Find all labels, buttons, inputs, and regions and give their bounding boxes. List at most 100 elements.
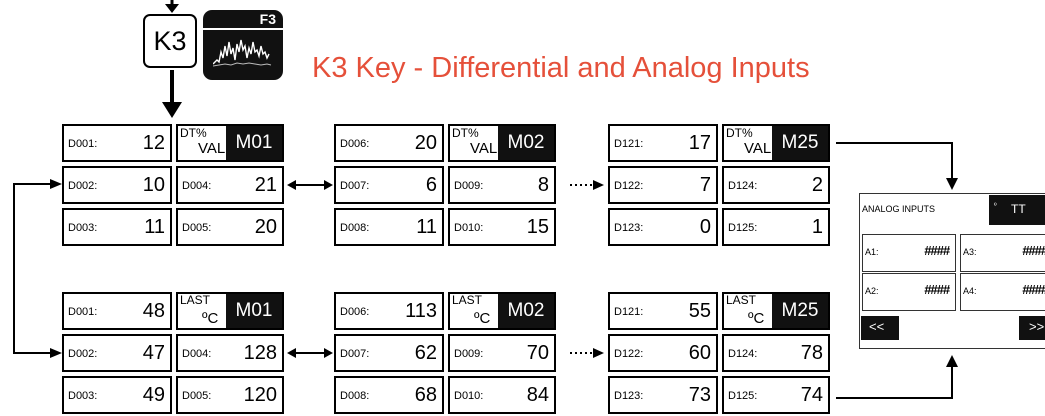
channel-label: D003: (68, 390, 98, 402)
prev-button[interactable]: << (869, 319, 885, 334)
module-badge[interactable]: M25 (772, 126, 828, 160)
channel-label: D121: (614, 138, 644, 150)
channel-label: D003: (68, 222, 98, 234)
nav-gap (899, 316, 1019, 340)
module-badge[interactable]: M02 (498, 126, 554, 160)
channel-value: 48 (142, 300, 165, 322)
channel-label: D122: (614, 180, 644, 192)
channel-value: 2 (811, 174, 823, 196)
next-label: >> (1029, 319, 1045, 334)
channel-value: 47 (142, 342, 165, 364)
channel-label: D125: (728, 222, 758, 234)
header-label: DT% (452, 126, 479, 140)
channel-value: 120 (243, 384, 277, 406)
k3-key[interactable]: K3 (143, 14, 197, 68)
channel-cell: D008:11 (334, 208, 444, 246)
channel-cell: D005: 120 (176, 376, 284, 414)
channel-value: 84 (526, 384, 549, 406)
analog-input-a3: A3: #### (960, 234, 1045, 272)
channel-label: D009: (454, 180, 484, 192)
channel-label: D125: (728, 390, 758, 402)
module-badge[interactable]: M25 (772, 294, 828, 328)
channel-value: 7 (699, 174, 711, 196)
degree-mark: º (994, 203, 997, 210)
channel-label: D005: (182, 222, 212, 234)
channel-cell: D002:10 (62, 166, 172, 204)
header-sublabel: ºC (474, 310, 491, 327)
header-sublabel: ºC (202, 310, 219, 327)
f3-divider (203, 28, 283, 30)
channel-label: D007: (340, 180, 370, 192)
channel-cell: D004: 128 (176, 334, 284, 372)
analog-value: #### (924, 243, 950, 258)
f3-function-icon[interactable]: F3 (203, 10, 283, 80)
channel-cell: D008:68 (334, 376, 444, 414)
header-label: DT% (180, 126, 207, 140)
channel-label: D004: (182, 180, 212, 192)
channel-label: D006: (340, 138, 370, 150)
analog-value: #### (924, 282, 950, 297)
unit-selector[interactable]: º TT (989, 195, 1045, 225)
channel-cell: D004:21 (176, 166, 284, 204)
channel-label: D124: (728, 180, 758, 192)
channel-cell: D001: 48 (62, 292, 172, 330)
analog-input-a1: A1: #### (862, 234, 956, 272)
channel-value: 78 (800, 342, 823, 364)
channel-cell: D123:73 (608, 376, 718, 414)
channel-value: 74 (800, 384, 823, 406)
channel-cell: D003:11 (62, 208, 172, 246)
channel-value: 6 (425, 174, 437, 196)
arrow-to-analog-top (836, 142, 953, 180)
analog-nav-bar: << >> (861, 316, 1045, 340)
channel-value: 128 (243, 342, 277, 364)
channel-value: 55 (688, 300, 711, 322)
module-badge[interactable]: M01 (226, 126, 282, 160)
channel-value: 68 (414, 384, 437, 406)
next-button[interactable]: >> (1019, 316, 1045, 340)
channel-value: 20 (414, 132, 437, 154)
analog-label: A2: (865, 286, 879, 296)
analog-heading: ANALOG INPUTS (862, 204, 936, 214)
channel-cell: D125: 1 (722, 208, 830, 246)
analog-label: A4: (963, 286, 977, 296)
channel-label: D010: (454, 390, 484, 402)
channel-cell: D124:78 (722, 334, 830, 372)
channel-value: 73 (688, 384, 711, 406)
channel-value: 70 (526, 342, 549, 364)
channel-label: D005: (182, 390, 212, 402)
channel-cell: D122: 7 (608, 166, 718, 204)
channel-cell: D010: 84 (448, 376, 556, 414)
analog-value: #### (1022, 243, 1045, 258)
channel-value: 49 (142, 384, 165, 406)
f3-label: F3 (259, 11, 276, 27)
channel-value: 1 (811, 216, 823, 238)
module-badge[interactable]: M01 (226, 294, 282, 328)
channel-value: 8 (537, 174, 549, 196)
channel-label: D004: (182, 348, 212, 360)
channel-label: D009: (454, 348, 484, 360)
arrow-to-analog-bottom (836, 365, 953, 399)
channel-cell: D125: 74 (722, 376, 830, 414)
diagram-title: K3 Key - Differential and Analog Inputs (312, 52, 810, 84)
channel-cell: D124: 2 (722, 166, 830, 204)
channel-label: D008: (340, 222, 370, 234)
channel-cell: D006: 113 (334, 292, 444, 330)
channel-value: 113 (405, 300, 437, 322)
header-sublabel: ºC (748, 310, 765, 327)
module-badge[interactable]: M02 (498, 294, 554, 328)
channel-cell: D007: 6 (334, 166, 444, 204)
channel-label: D122: (614, 348, 644, 360)
channel-label: D006: (340, 306, 370, 318)
channel-label: D001: (68, 306, 98, 318)
channel-cell: D121:17 (608, 124, 718, 162)
channel-label: D010: (454, 222, 484, 234)
channel-cell: D121:55 (608, 292, 718, 330)
unit-label: TT (1011, 202, 1026, 216)
